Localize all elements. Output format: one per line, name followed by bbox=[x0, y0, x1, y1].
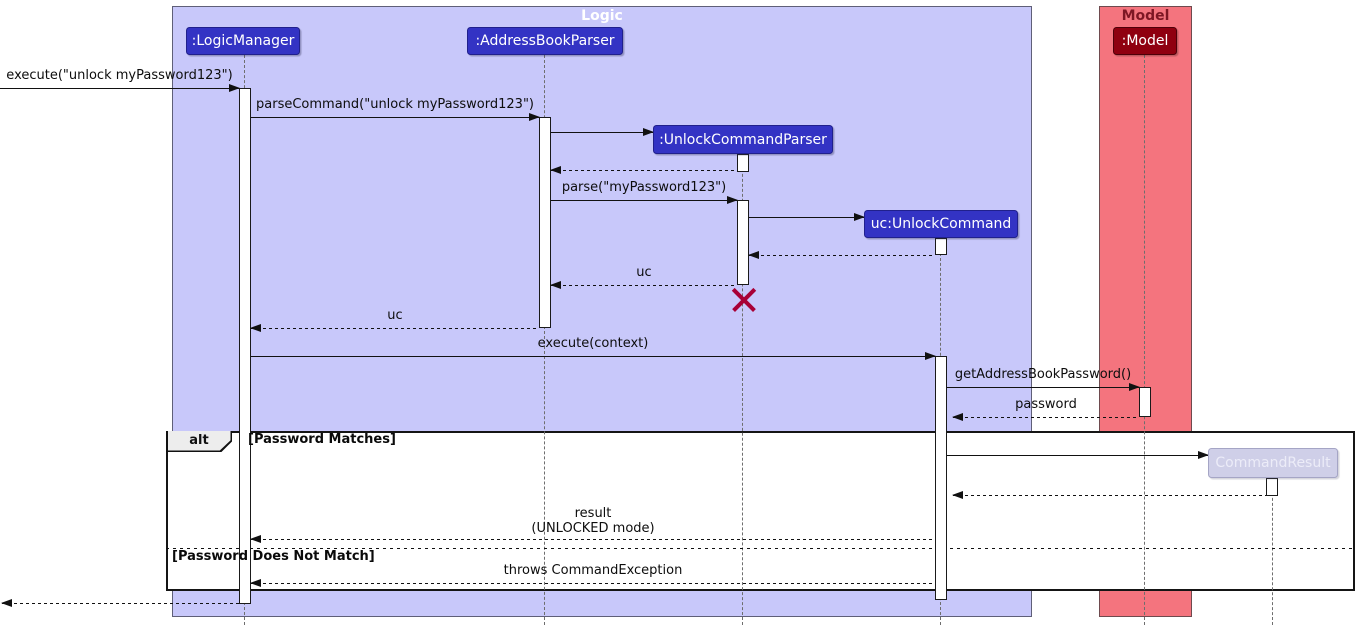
message-parse-arrow bbox=[551, 196, 738, 204]
message-throws-exception-label: throws CommandException bbox=[503, 563, 683, 578]
alt-operator-label: alt bbox=[167, 431, 231, 451]
alt-guard-password-matches: [Password Matches] bbox=[248, 432, 396, 447]
logic-frame-title: Logic bbox=[581, 8, 623, 24]
message-parse-label: parse("myPassword123") bbox=[561, 180, 727, 195]
message-return-command-created-arrow bbox=[748, 251, 935, 259]
participant-unlock-command-parser: :UnlockCommandParser bbox=[653, 125, 833, 154]
model-frame-title: Model bbox=[1121, 8, 1170, 24]
message-create-unlock-command-arrow bbox=[749, 213, 865, 221]
message-execute-unlock-arrow bbox=[0, 84, 240, 92]
message-uc-return-to-parser-arrow bbox=[550, 281, 737, 289]
lifeline-address-book-parser bbox=[544, 55, 545, 625]
message-get-password-arrow bbox=[947, 383, 1140, 391]
message-password-return-arrow bbox=[952, 413, 1139, 421]
alt-guard-password-does-not-match: [Password Does Not Match] bbox=[172, 549, 375, 564]
message-execute-context-arrow bbox=[251, 352, 936, 360]
message-get-password-label: getAddressBookPassword() bbox=[954, 367, 1132, 382]
message-create-command-result-arrow bbox=[947, 451, 1209, 459]
participant-model: :Model bbox=[1113, 27, 1177, 55]
alt-frame bbox=[166, 431, 1355, 591]
activation-address-book-parser bbox=[539, 117, 551, 328]
participant-command-result: CommandResult bbox=[1208, 448, 1338, 478]
message-parse-command-arrow bbox=[251, 113, 540, 121]
activation-logic-manager bbox=[239, 88, 251, 604]
message-result-line1: result bbox=[574, 506, 612, 521]
message-parse-command-label: parseCommand("unlock myPassword123") bbox=[256, 97, 534, 112]
activation-unlock-command-create bbox=[935, 238, 947, 255]
message-uc-return-to-manager-label: uc bbox=[387, 308, 403, 323]
message-result-label: result(UNLOCKED mode) bbox=[251, 506, 935, 536]
message-execute-unlock-label: execute("unlock myPassword123") bbox=[6, 68, 233, 83]
message-result-arrow bbox=[250, 535, 935, 543]
message-command-result-return-arrow bbox=[952, 491, 1266, 499]
activation-model bbox=[1139, 387, 1151, 417]
participant-address-book-parser: :AddressBookParser bbox=[467, 27, 623, 55]
message-result-line2: (UNLOCKED mode) bbox=[531, 521, 655, 536]
message-uc-return-to-manager-arrow bbox=[250, 324, 539, 332]
activation-unlock-command-parser-create bbox=[737, 154, 749, 172]
message-uc-return-to-parser-label: uc bbox=[636, 265, 652, 280]
lifeline-unlock-command-parser bbox=[742, 154, 743, 625]
activation-unlock-command-parser-parse bbox=[737, 200, 749, 285]
message-final-return-arrow bbox=[1, 599, 239, 607]
participant-unlock-command: uc:UnlockCommand bbox=[864, 210, 1018, 238]
alt-operator-badge: alt bbox=[166, 431, 232, 452]
message-create-unlock-command-parser-arrow bbox=[551, 128, 654, 136]
message-execute-context-label: execute(context) bbox=[537, 336, 649, 351]
message-throws-exception-arrow bbox=[250, 579, 935, 587]
participant-logic-manager: :LogicManager bbox=[186, 27, 300, 55]
message-password-return-label: password bbox=[1015, 397, 1077, 412]
lifeline-command-result bbox=[1272, 478, 1273, 625]
message-return-parser-created-arrow bbox=[550, 166, 737, 174]
activation-command-result bbox=[1266, 478, 1278, 496]
activation-unlock-command-execute bbox=[935, 356, 947, 600]
lifeline-model bbox=[1144, 55, 1145, 625]
alt-divider bbox=[166, 548, 1355, 549]
destroy-x-icon bbox=[732, 288, 756, 312]
